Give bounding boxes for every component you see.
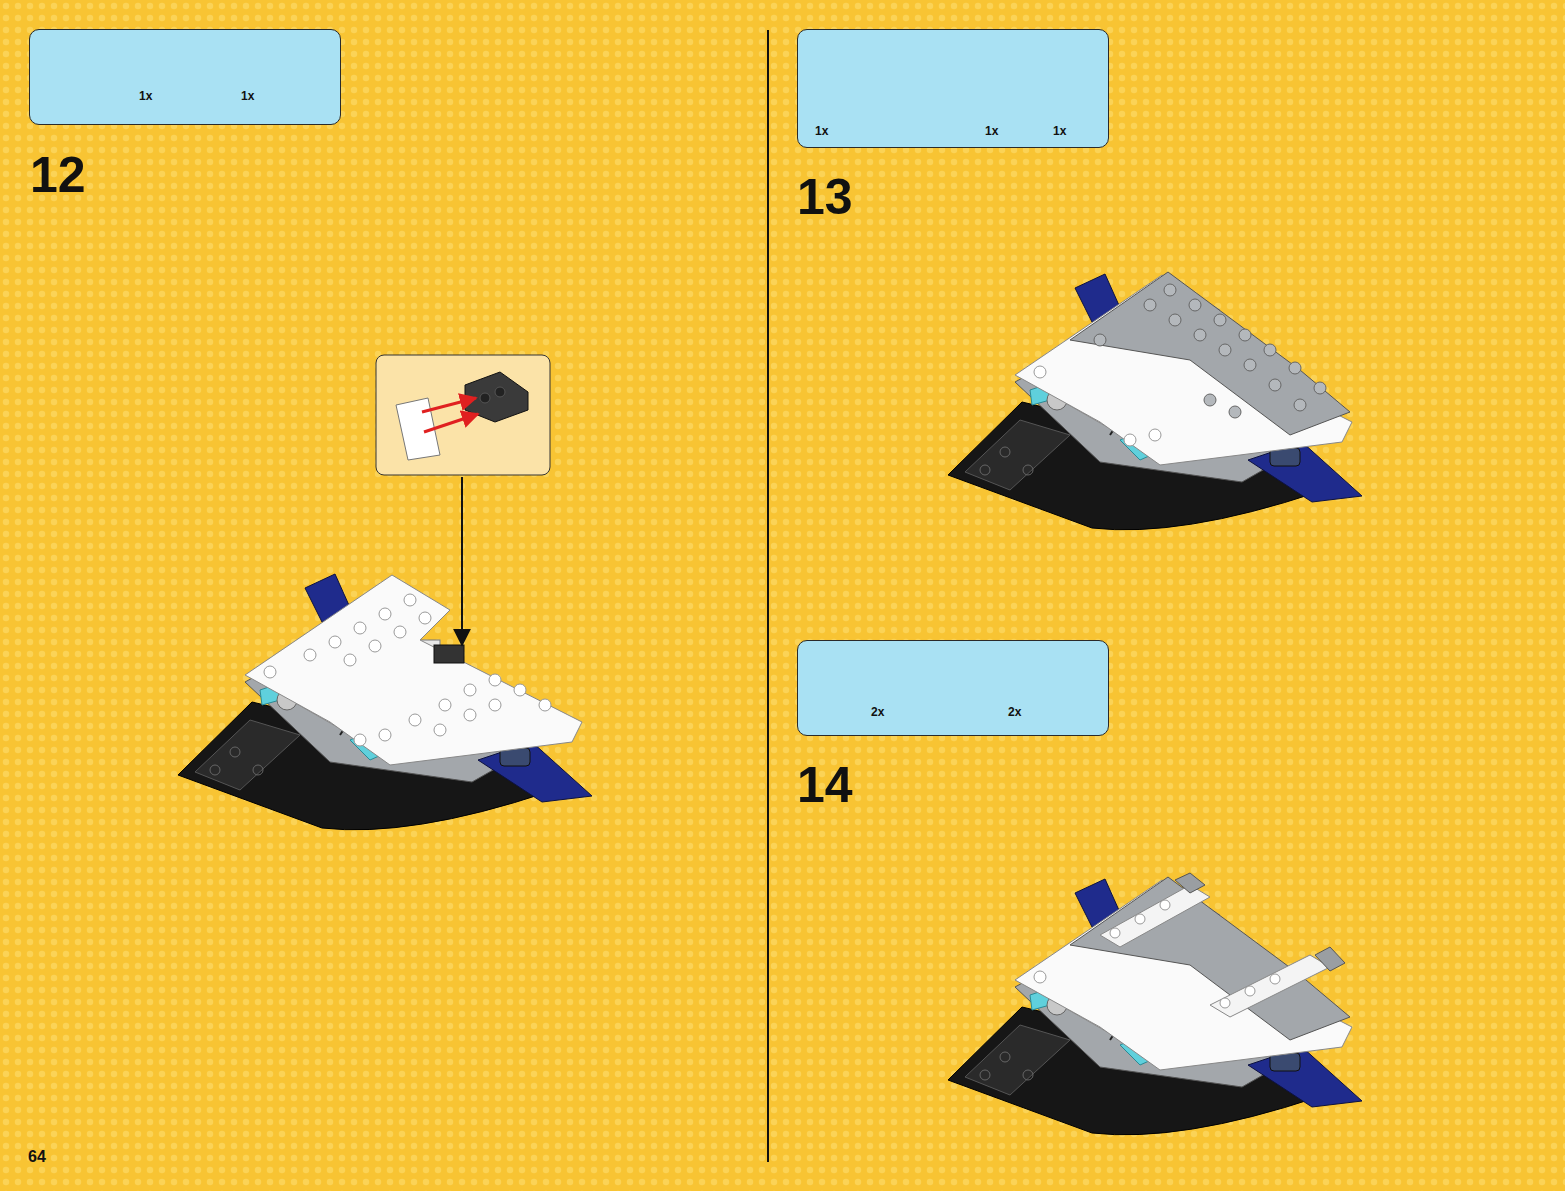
part-quantity: 1x bbox=[241, 89, 254, 103]
step-number: 13 bbox=[797, 172, 853, 222]
step-number: 12 bbox=[30, 150, 86, 200]
parts-list-box: 1x 1x bbox=[29, 29, 341, 125]
part-quantity: 1x bbox=[1053, 124, 1066, 138]
part-quantity: 1x bbox=[985, 124, 998, 138]
part-quantity: 2x bbox=[871, 705, 884, 719]
part-quantity: 2x bbox=[1008, 705, 1021, 719]
parts-list-box: 2x 2x bbox=[797, 640, 1109, 736]
page-number: 64 bbox=[28, 1149, 46, 1165]
part-quantity: 1x bbox=[139, 89, 152, 103]
part-quantity: 1x bbox=[815, 124, 828, 138]
parts-list-box: 1x 1x 1x bbox=[797, 29, 1109, 148]
step-number: 14 bbox=[797, 760, 853, 810]
